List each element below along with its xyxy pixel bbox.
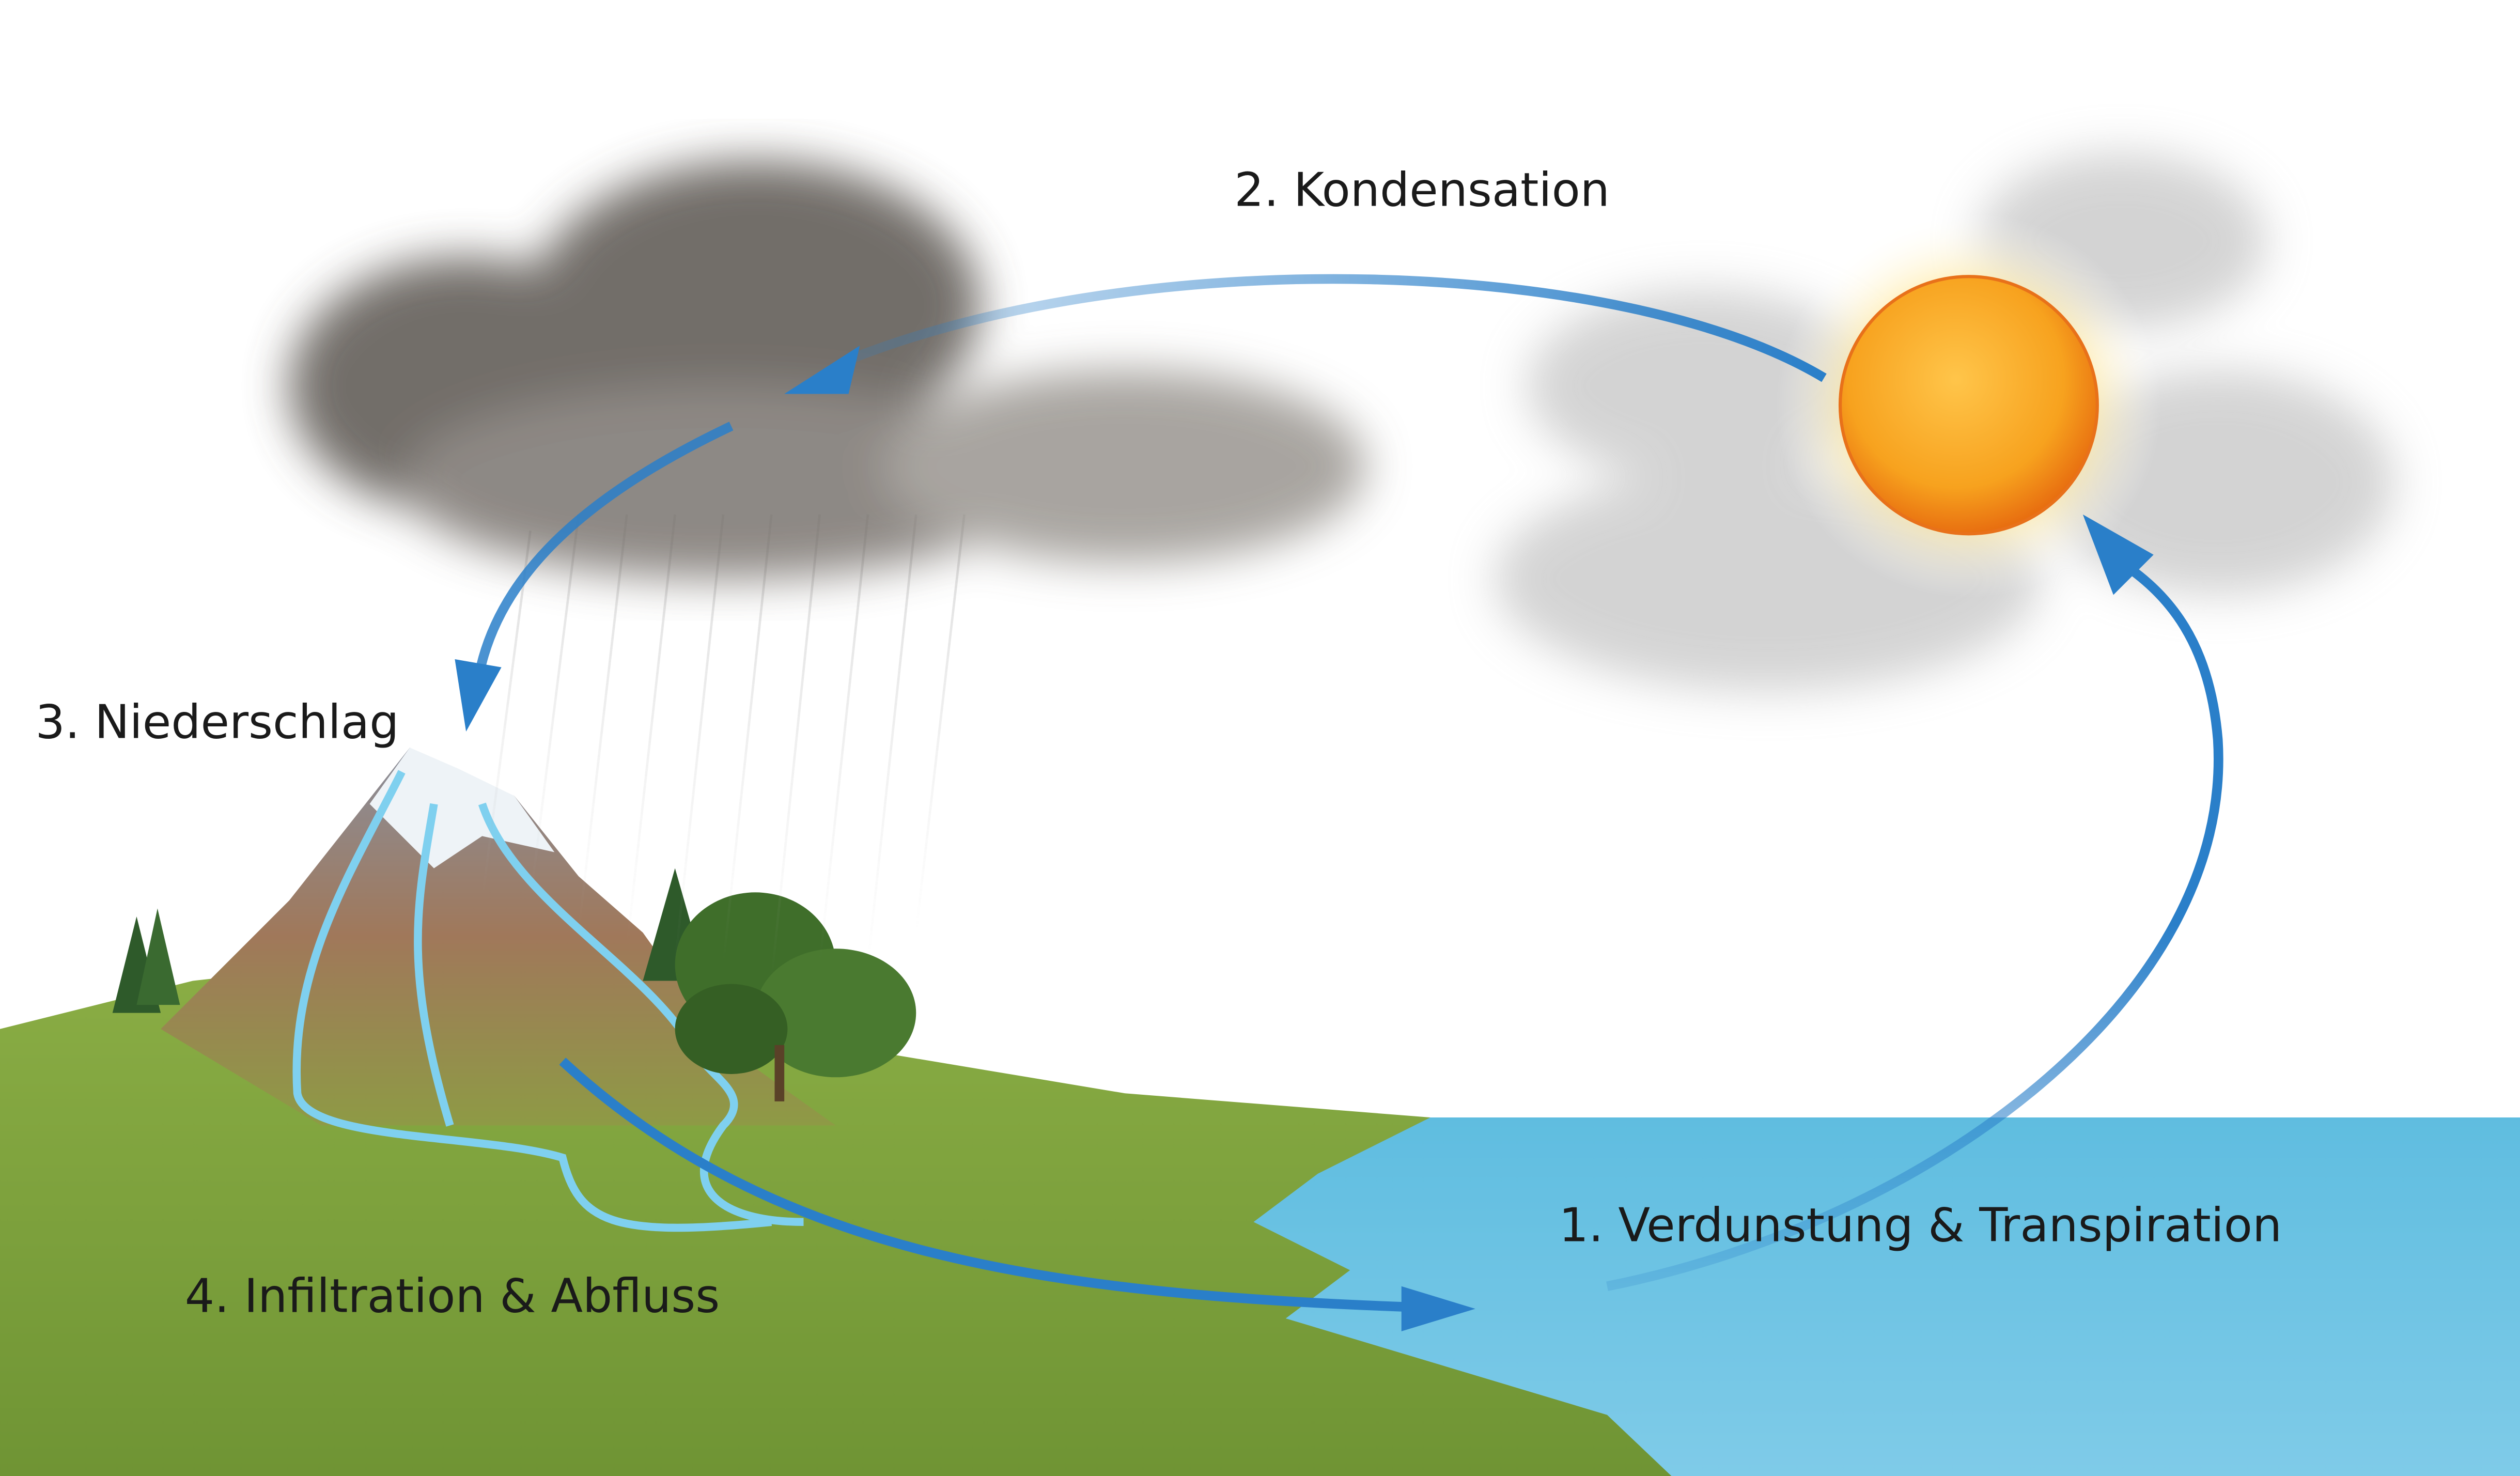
rivers bbox=[292, 770, 804, 1232]
arrow-precipitation bbox=[455, 422, 734, 732]
trees bbox=[112, 868, 916, 1101]
label-evaporation: 1. Verdunstung & Transpiration bbox=[1559, 1199, 2282, 1253]
label-precipitation: 3. Niederschlag bbox=[35, 695, 399, 749]
label-runoff: 4. Infiltration & Abfluss bbox=[185, 1269, 720, 1324]
rain bbox=[480, 514, 966, 981]
sun-icon bbox=[1838, 275, 2099, 536]
mountain-snow-cap bbox=[369, 748, 555, 868]
arrow-condensation bbox=[784, 274, 1827, 394]
rain-cloud bbox=[289, 161, 1366, 579]
mountain bbox=[161, 748, 836, 1126]
arrow-evaporation bbox=[1606, 514, 2223, 1291]
arrow-runoff bbox=[559, 1058, 1475, 1331]
label-condensation: 2. Kondensation bbox=[1234, 163, 1610, 217]
